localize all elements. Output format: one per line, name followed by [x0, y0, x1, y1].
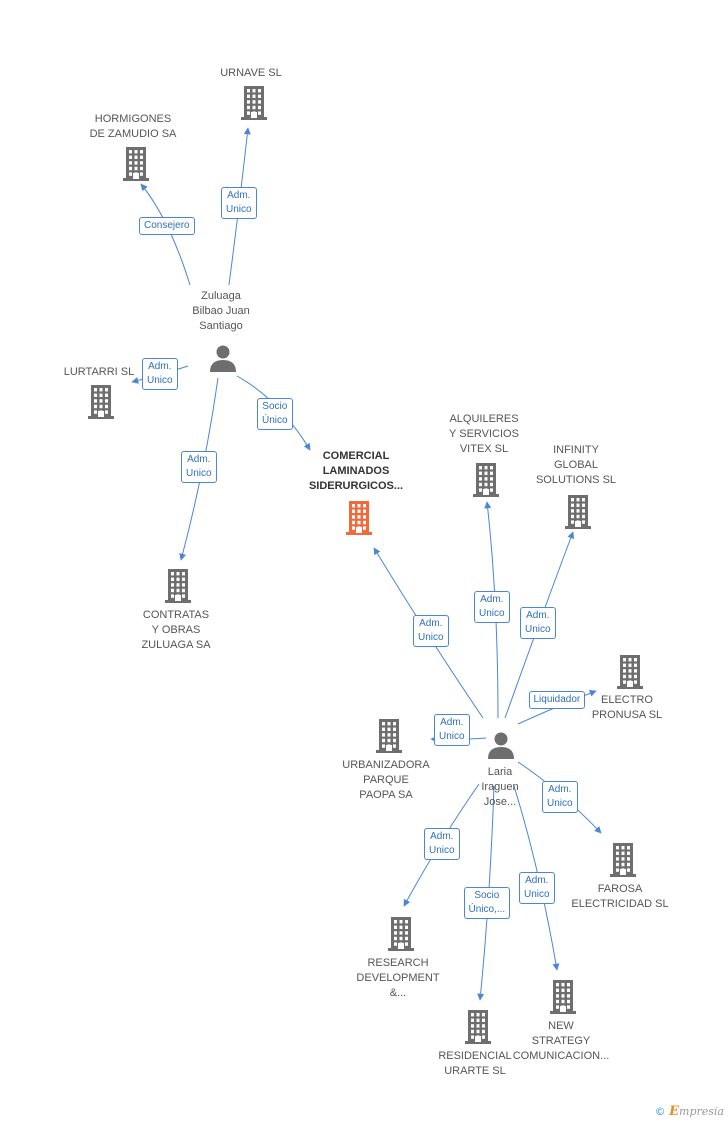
footer-brand: © Empresia [655, 1104, 724, 1119]
building-icon[interactable] [123, 147, 149, 186]
node-lurtarri[interactable]: LURTARRI SL [49, 365, 149, 380]
edge-label-zuluaga-comercial[interactable]: Socio Único [257, 398, 293, 430]
edge-label-laria-urbanizadora[interactable]: Adm. Unico [434, 714, 470, 746]
node-label-newstrategy[interactable]: NEW STRATEGY COMUNICACION... [512, 1020, 610, 1062]
node-comercial[interactable]: COMERCIAL LAMINADOS SIDERURGICOS... [291, 449, 421, 494]
edge-label-laria-alquileres[interactable]: Adm. Unico [474, 591, 510, 623]
node-urbanizadora[interactable]: URBANIZADORA PARQUE PAOPA SA [331, 758, 441, 803]
edge-label-laria-residencial[interactable]: Socio Único,... [463, 887, 511, 919]
building-icon[interactable] [388, 917, 414, 956]
building-icon[interactable] [610, 843, 636, 882]
node-label-comercial[interactable]: COMERCIAL LAMINADOS SIDERURGICOS... [308, 450, 404, 492]
edge-label-laria-newstrategy[interactable]: Adm. Unico [519, 872, 555, 904]
edge-label-zuluaga-hormigones[interactable]: Consejero [139, 217, 195, 235]
node-residencial[interactable]: RESIDENCIAL URARTE SL [420, 1049, 530, 1079]
node-label-hormigones[interactable]: HORMIGONES DE ZAMUDIO SA [89, 113, 177, 140]
node-label-farosa[interactable]: FAROSA ELECTRICIDAD SL [571, 883, 669, 910]
node-label-urnave[interactable]: URNAVE SL [220, 67, 282, 79]
edge-label-laria-comercial[interactable]: Adm. Unico [413, 615, 449, 647]
node-label-urbanizadora[interactable]: URBANIZADORA PARQUE PAOPA SA [342, 759, 430, 801]
building-icon[interactable] [88, 385, 114, 424]
edge-label-zuluaga-urnave[interactable]: Adm. Unico [221, 187, 257, 219]
building-icon[interactable] [465, 1010, 491, 1049]
edge-label-laria-research[interactable]: Adm. Unico [424, 828, 460, 860]
edge-label-zuluaga-contratas[interactable]: Adm. Unico [181, 451, 217, 483]
node-label-lurtarri[interactable]: LURTARRI SL [63, 366, 135, 378]
node-electro[interactable]: ELECTRO PRONUSA SL [572, 693, 682, 723]
node-label-laria[interactable]: Laria Iraguen Jose... [481, 766, 519, 808]
node-farosa[interactable]: FAROSA ELECTRICIDAD SL [560, 882, 680, 912]
node-research[interactable]: RESEARCH DEVELOPMENT &... [343, 956, 453, 1001]
edge-label-laria-farosa[interactable]: Adm. Unico [542, 781, 578, 813]
building-icon[interactable] [376, 719, 402, 758]
copyright-symbol: © [654, 1105, 666, 1118]
building-icon[interactable] [565, 495, 591, 534]
edge-label-laria-infinity[interactable]: Adm. Unico [520, 607, 556, 639]
brand-name: mpresia [679, 1105, 724, 1118]
person-icon[interactable] [209, 344, 237, 377]
node-hormigones[interactable]: HORMIGONES DE ZAMUDIO SA [73, 112, 193, 142]
edge-label-zuluaga-lurtarri[interactable]: Adm. Unico [142, 358, 178, 390]
edge-label-laria-electro[interactable]: Liquidador [528, 691, 586, 709]
node-urnave[interactable]: URNAVE SL [196, 66, 306, 81]
building-icon[interactable] [165, 569, 191, 608]
node-label-contratas[interactable]: CONTRATAS Y OBRAS ZULUAGA SA [141, 609, 211, 651]
brand-initial: E [669, 1104, 680, 1119]
node-label-alquileres[interactable]: ALQUILERES Y SERVICIOS VITEX SL [449, 413, 519, 455]
node-alquileres[interactable]: ALQUILERES Y SERVICIOS VITEX SL [429, 412, 539, 457]
node-contratas[interactable]: CONTRATAS Y OBRAS ZULUAGA SA [121, 608, 231, 653]
node-label-zuluaga[interactable]: Zuluaga Bilbao Juan Santiago [192, 290, 250, 332]
edges-layer [131, 127, 602, 1001]
person-icon[interactable] [487, 731, 515, 764]
node-laria[interactable]: Laria Iraguen Jose... [455, 765, 545, 810]
node-zuluaga[interactable]: Zuluaga Bilbao Juan Santiago [171, 289, 271, 334]
node-infinity[interactable]: INFINITY GLOBAL SOLUTIONS SL [521, 443, 631, 488]
node-label-infinity[interactable]: INFINITY GLOBAL SOLUTIONS SL [535, 444, 617, 486]
node-newstrategy[interactable]: NEW STRATEGY COMUNICACION... [501, 1019, 621, 1064]
node-label-residencial[interactable]: RESIDENCIAL URARTE SL [438, 1050, 512, 1077]
building-icon[interactable] [241, 86, 267, 125]
building-icon[interactable] [473, 463, 499, 502]
building-icon[interactable] [550, 980, 576, 1019]
building-icon[interactable] [617, 655, 643, 694]
building-icon[interactable] [346, 501, 372, 540]
node-label-research[interactable]: RESEARCH DEVELOPMENT &... [356, 957, 440, 999]
node-label-electro[interactable]: ELECTRO PRONUSA SL [591, 694, 663, 721]
